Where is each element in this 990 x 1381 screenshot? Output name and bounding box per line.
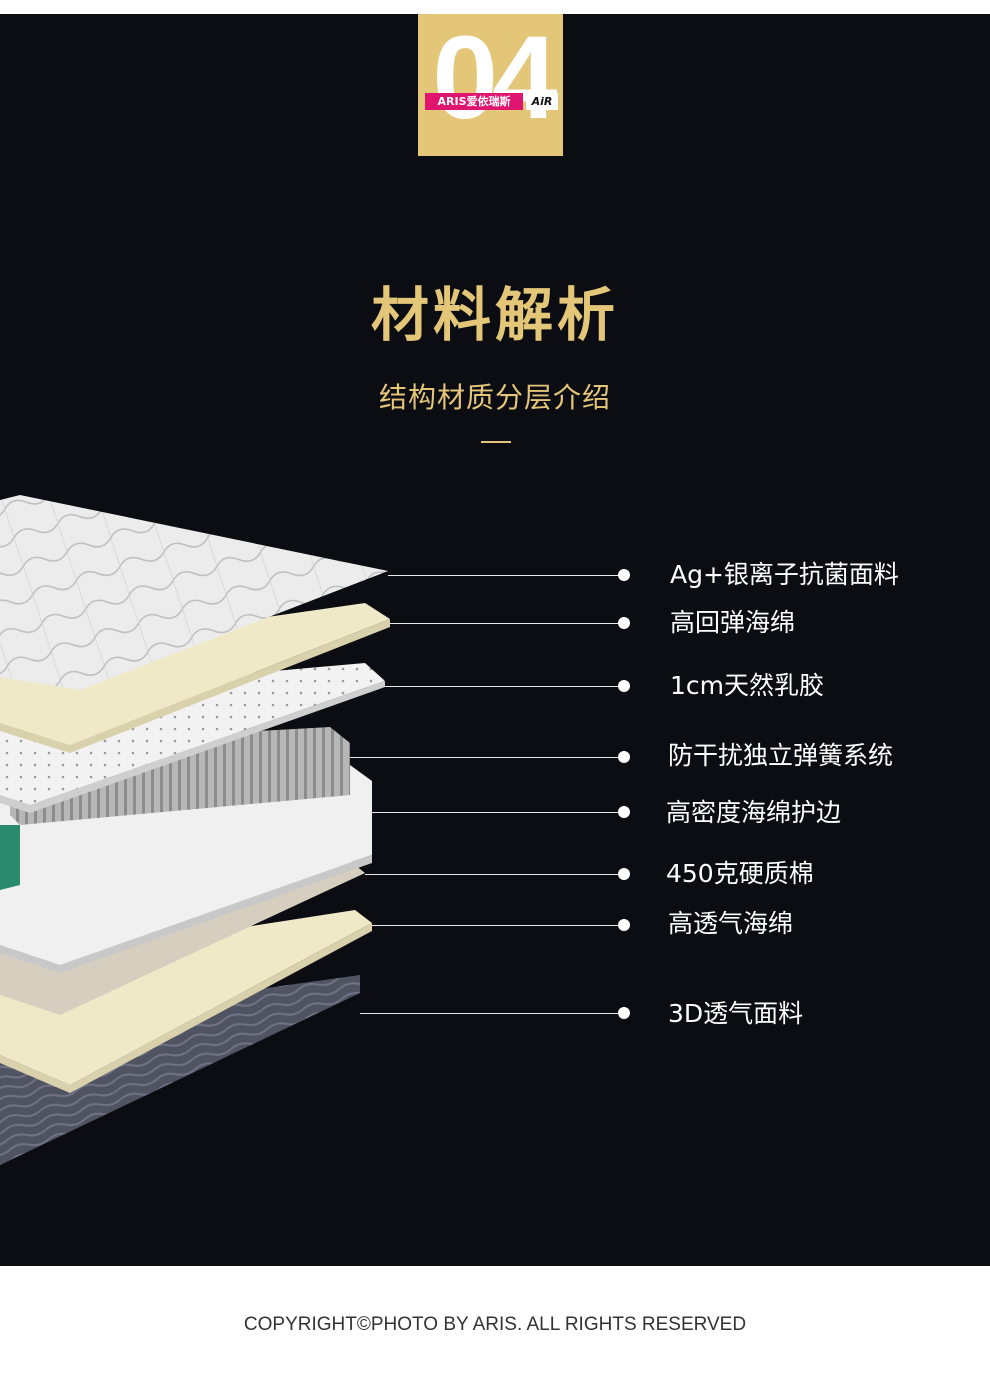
badge-number: 04 [432,14,557,144]
layer-label-8: 3D透气面料 [668,999,804,1028]
leader-line-7 [372,925,624,926]
leader-dot-8 [618,1007,630,1019]
leader-line-5 [372,812,624,813]
layer-label-2: 高回弹海绵 [670,608,796,637]
leader-dot-3 [618,680,630,692]
copyright-footer: COPYRIGHT©PHOTO BY ARIS. ALL RIGHTS RESE… [243,1314,747,1335]
page-title: 材料解析 [370,281,619,349]
leader-line-4 [350,757,624,758]
leader-line-2 [390,623,624,624]
leader-line-3 [384,686,624,687]
section-badge: 04 ARIS爱依瑞斯 AiR [418,14,563,156]
layer-high-rebound-sponge [0,603,390,745]
mattress-layers-illustration [0,495,390,1165]
leader-dot-2 [618,617,630,629]
leader-line-1 [388,575,624,576]
leader-dot-1 [618,569,630,581]
top-strip [0,0,990,14]
leader-dot-7 [618,919,630,931]
layer-label-5: 高密度海绵护边 [666,798,842,827]
title-divider [481,441,511,443]
leader-dot-4 [618,751,630,763]
page-subtitle: 结构材质分层介绍 [378,381,611,414]
leader-line-6 [365,874,624,875]
brand-logo: ARIS爱依瑞斯 [425,93,523,110]
layer-label-3: 1cm天然乳胶 [670,671,825,700]
layer-label-1: Ag+银离子抗菌面料 [670,560,899,589]
layer-label-7: 高透气海绵 [668,909,794,938]
leader-line-8 [360,1013,624,1014]
layer-label-4: 防干扰独立弹簧系统 [668,741,894,770]
leader-dot-6 [618,868,630,880]
layer-label-6: 450克硬质棉 [666,859,814,888]
leader-dot-5 [618,806,630,818]
layer-ag-fabric [0,495,388,690]
brand-air-logo: AiR [526,93,558,110]
